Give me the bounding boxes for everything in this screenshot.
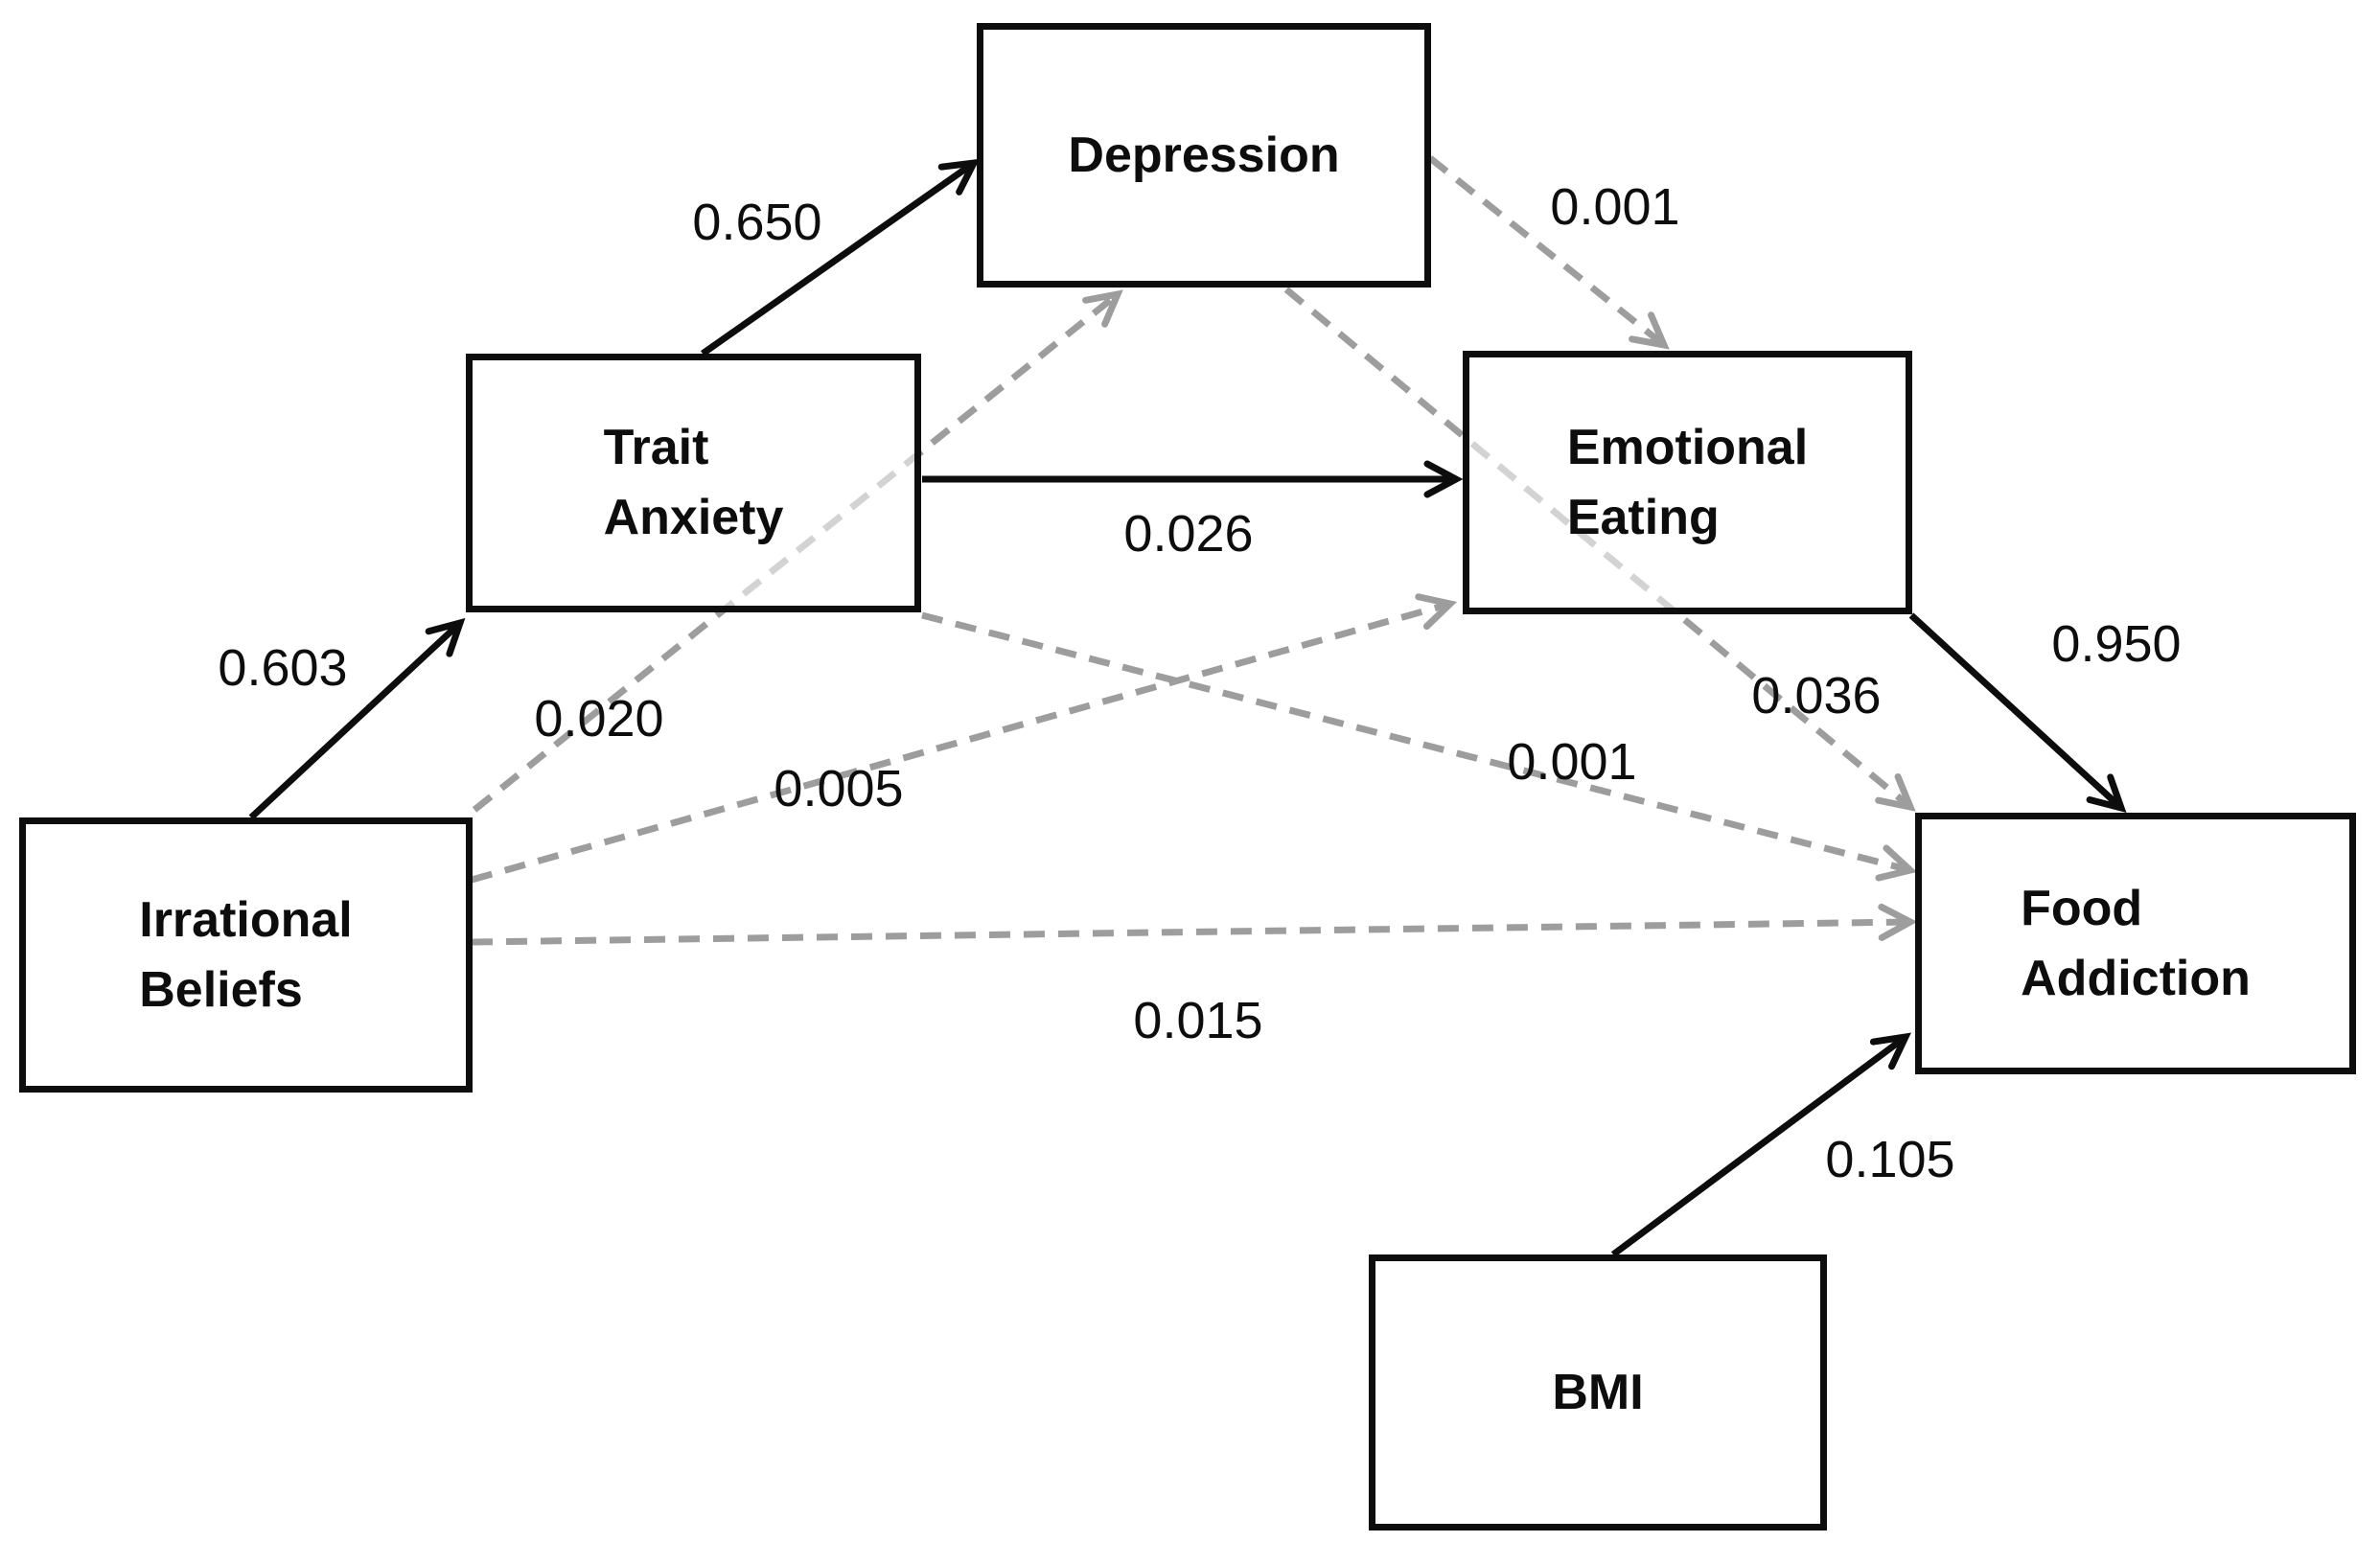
edge-trait-anxiety-to-depression-line <box>700 158 981 357</box>
node-depression-label: Depression <box>1068 127 1340 183</box>
edge-irrational-beliefs-to-trait-anxiety-coefficient: 0.603 <box>218 639 348 697</box>
edge-trait-anxiety-to-food-addiction-coefficient: 0.001 <box>1507 733 1637 791</box>
node-trait-anxiety-label: Trait Anxiety <box>603 420 784 545</box>
node-emotional-eating: Emotional Eating <box>1463 351 1912 614</box>
edge-depression-to-food-addiction-coefficient: 0.036 <box>1751 667 1882 725</box>
edge-emotional-eating-to-food-addiction-line <box>1908 612 2127 814</box>
edge-trait-anxiety-to-food-addiction-line <box>921 611 1918 882</box>
edge-irrational-beliefs-to-depression-coefficient: 0.020 <box>534 690 664 748</box>
node-irrational-beliefs-label: Irrational Beliefs <box>139 891 353 1018</box>
edge-irrational-beliefs-to-food-addiction-coefficient: 0.015 <box>1133 992 1263 1049</box>
edge-bmi-to-food-addiction-line <box>1610 1032 1911 1257</box>
node-emotional-eating-label: Emotional Eating <box>1566 419 1809 545</box>
node-bmi: BMI <box>1369 1254 1827 1530</box>
node-trait-anxiety: Trait Anxiety <box>466 354 921 612</box>
edge-depression-to-emotional-eating-coefficient: 0.001 <box>1550 178 1680 236</box>
edge-irrational-beliefs-to-food-addiction-line <box>471 903 1918 946</box>
edge-bmi-to-food-addiction-coefficient: 0.105 <box>1825 1131 1955 1188</box>
node-food-addiction-label: Food Addiction <box>2021 880 2251 1006</box>
edge-trait-anxiety-to-depression-coefficient: 0.650 <box>692 194 822 251</box>
edge-depression-to-food-addiction-line <box>1283 287 1916 812</box>
edge-irrational-beliefs-to-trait-anxiety-line <box>248 617 466 820</box>
edge-depression-to-emotional-eating-line <box>1427 155 1670 350</box>
node-bmi-label: BMI <box>1552 1364 1644 1420</box>
node-depression: Depression <box>977 23 1431 288</box>
edge-trait-anxiety-to-emotional-eating-coefficient: 0.026 <box>1123 505 1254 563</box>
edge-irrational-beliefs-to-emotional-eating-line <box>471 593 1458 884</box>
node-food-addiction: Food Addiction <box>1915 813 2356 1074</box>
edge-irrational-beliefs-to-emotional-eating-coefficient: 0.005 <box>774 760 904 817</box>
node-irrational-beliefs: Irrational Beliefs <box>19 817 473 1093</box>
edge-emotional-eating-to-food-addiction-coefficient: 0.950 <box>2051 615 2182 673</box>
edge-lines-group <box>248 155 2127 1257</box>
